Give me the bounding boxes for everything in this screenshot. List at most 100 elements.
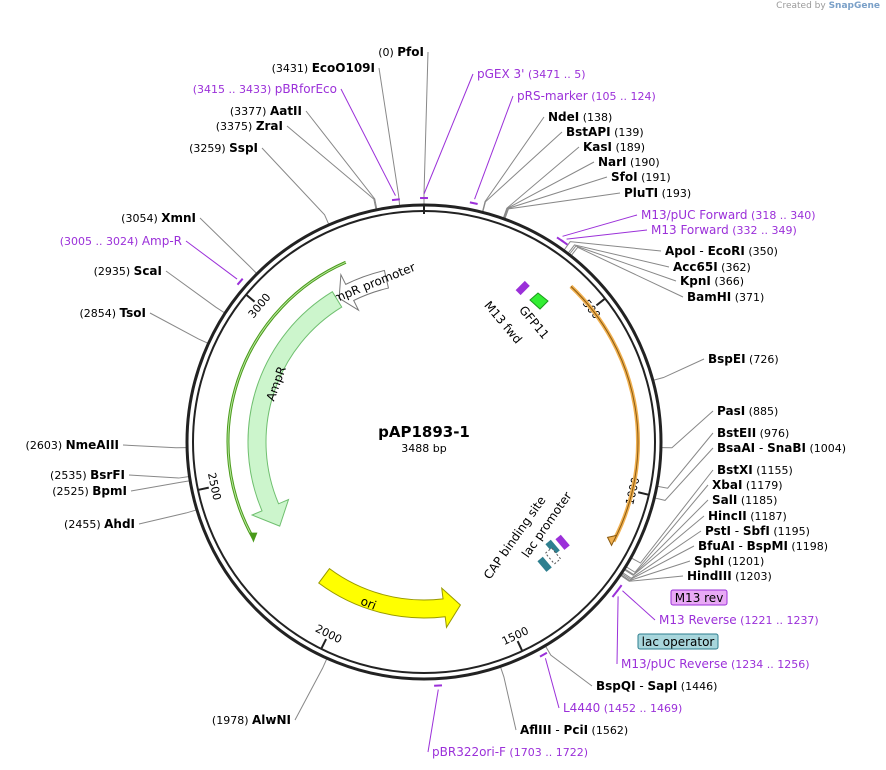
site-name: ScaI [134, 264, 162, 278]
primer-range: (1703 .. 1722) [506, 746, 588, 759]
site-label-bpmi[interactable]: (2525) BpmI [52, 484, 127, 498]
primer-name: Amp-R [142, 234, 182, 248]
site-leader-line [378, 67, 401, 206]
site-name: EcoO109I [312, 61, 375, 75]
site-label-xmni[interactable]: (3054) XmnI [121, 211, 196, 225]
primer-leader-line [616, 596, 619, 665]
site-label-afliii[interactable]: AflIII - PciI (1562) [520, 723, 628, 737]
ampr-feature[interactable] [247, 291, 343, 527]
site-label-bsteii[interactable]: BstEII (976) [717, 426, 789, 440]
site-position: (1187) [747, 510, 787, 523]
primer-marker-ampr_primer[interactable] [236, 278, 244, 286]
site-label-aatii[interactable]: (3377) AatII [230, 104, 302, 118]
gfp-orf-arc-inner [570, 286, 639, 542]
site-label-bsaai[interactable]: BsaAI - SnaBI (1004) [717, 441, 846, 455]
cap-binding-feature[interactable] [537, 556, 552, 572]
primer-marker-m13puc_rev[interactable] [611, 590, 619, 598]
site-name: BspEI [708, 352, 746, 366]
site-label-alwni[interactable]: (1978) AlwNI [212, 713, 291, 727]
site-name: BfuAI [698, 539, 735, 553]
primer-label-m13_rev[interactable]: M13 Reverse (1221 .. 1237) [659, 613, 819, 627]
primer-marker-prs_marker[interactable] [469, 201, 478, 205]
site-label-zrai[interactable]: (3375) ZraI [216, 119, 283, 133]
site-label-nmeaiii[interactable]: (2603) NmeAIII [26, 438, 119, 452]
site-leader-line [305, 110, 378, 209]
m13-rev-feature[interactable] [555, 534, 570, 550]
site-label-sali[interactable]: SalI (1185) [712, 493, 777, 507]
site-leader-line [563, 241, 662, 252]
site-label-bspei[interactable]: BspEI (726) [708, 352, 779, 366]
site-label-bfuai[interactable]: BfuAI - BspMI (1198) [698, 539, 828, 553]
m13-fwd-feature[interactable] [515, 280, 530, 296]
site-label-psti_885[interactable]: PasI (885) [717, 404, 778, 418]
primer-label-pgex3[interactable]: pGEX 3' (3471 .. 5) [477, 67, 586, 81]
site-name: XbaI [712, 478, 742, 492]
ampr-orf-arc-inner [227, 261, 346, 539]
primer-name: M13/pUC Reverse [621, 657, 728, 671]
site-label-acc65i[interactable]: Acc65I (362) [673, 260, 751, 274]
site-label-apoi[interactable]: ApoI - EcoRI (350) [665, 244, 778, 258]
site-position: (976) [756, 427, 789, 440]
primer-marker-m13_rev[interactable] [616, 584, 623, 593]
ruler-tick [595, 297, 606, 307]
lac-promoter-feature[interactable] [545, 539, 560, 555]
site-label-hindiii[interactable]: HindIII (1203) [687, 569, 772, 583]
site-name-2: SapI [648, 679, 678, 693]
ampr-promoter-feature[interactable] [338, 269, 390, 312]
site-label-hincii[interactable]: HincII (1187) [708, 509, 787, 523]
primer-label-pbrforeco[interactable]: (3415 .. 3433) pBRforEco [193, 82, 337, 96]
lac-operator-feature[interactable] [544, 547, 562, 565]
gfp11-feature[interactable] [529, 292, 549, 310]
site-leader-line [661, 410, 714, 449]
site-leader-line [503, 176, 608, 219]
site-label-bamhi[interactable]: BamHI (371) [687, 290, 764, 304]
site-leader-line [165, 270, 225, 314]
site-position: (190) [627, 156, 660, 169]
site-label-pluti[interactable]: PluTI (193) [624, 186, 691, 200]
lac-operator-box [637, 633, 719, 650]
primer-label-l4440[interactable]: L4440 (1452 .. 1469) [563, 701, 682, 715]
site-label-tsoi[interactable]: (2854) TsoI [79, 306, 146, 320]
primer-label-pbr322ori_f[interactable]: pBR322ori-F (1703 .. 1722) [432, 745, 588, 759]
site-label-pfoi[interactable]: (0) PfoI [378, 45, 424, 59]
site-label-ecoo109i[interactable]: (3431) EcoO109I [272, 61, 375, 75]
site-label-bstxi[interactable]: BstXI (1155) [717, 463, 793, 477]
ori-label: ori [359, 594, 379, 613]
site-label-scai[interactable]: (2935) ScaI [94, 264, 162, 278]
primer-label-m13puc_fwd[interactable]: M13/pUC Forward (318 .. 340) [641, 208, 816, 222]
primer-marker-l4440[interactable] [539, 651, 548, 658]
site-label-nari[interactable]: NarI (190) [598, 155, 660, 169]
site-leader-line [568, 244, 670, 268]
site-label-sspi[interactable]: (3259) SspI [189, 141, 258, 155]
ori-feature[interactable] [318, 567, 462, 629]
site-name: NdeI [548, 110, 579, 124]
site-label-sfoi[interactable]: SfoI (191) [611, 170, 671, 184]
site-label-bspqi[interactable]: BspQI - SapI (1446) [596, 679, 717, 693]
site-label-bstapi[interactable]: BstAPI (139) [566, 125, 644, 139]
primer-label-prs_marker[interactable]: pRS-marker (105 .. 124) [517, 89, 656, 103]
primer-label-m13puc_rev[interactable]: M13/pUC Reverse (1234 .. 1256) [621, 657, 810, 671]
site-label-bsrfi[interactable]: (2535) BsrFI [50, 468, 125, 482]
site-label-sphi[interactable]: SphI (1201) [694, 554, 764, 568]
primer-range: (3471 .. 5) [524, 68, 585, 81]
primer-label-ampr_primer[interactable]: (3005 .. 3024) Amp-R [60, 234, 182, 248]
site-label-psti[interactable]: PstI - SbfI (1195) [705, 524, 810, 538]
site-leader-line [622, 530, 702, 579]
site-position: (1201) [724, 555, 764, 568]
site-label-kpni[interactable]: KpnI (366) [680, 274, 744, 288]
site-position: (1446) [677, 680, 717, 693]
primer-label-m13_fwd[interactable]: M13 Forward (332 .. 349) [651, 223, 797, 237]
site-label-xbai[interactable]: XbaI (1179) [712, 478, 782, 492]
site-label-kasi[interactable]: KasI (189) [583, 140, 645, 154]
site-name: PfoI [397, 45, 424, 59]
primer-range: (1452 .. 1469) [600, 702, 682, 715]
primer-marker-pbrforeco[interactable] [391, 198, 400, 202]
primer-marker-m13_fwd[interactable] [560, 239, 569, 246]
site-label-ndei[interactable]: NdeI (138) [548, 110, 612, 124]
site-label-ahdi[interactable]: (2455) AhdI [64, 517, 135, 531]
site-leader-line [149, 312, 208, 344]
site-name-2: EcoRI [708, 244, 745, 258]
site-name-2: PciI [564, 723, 589, 737]
site-leader-line [504, 192, 621, 219]
primer-name: pRS-marker [517, 89, 588, 103]
